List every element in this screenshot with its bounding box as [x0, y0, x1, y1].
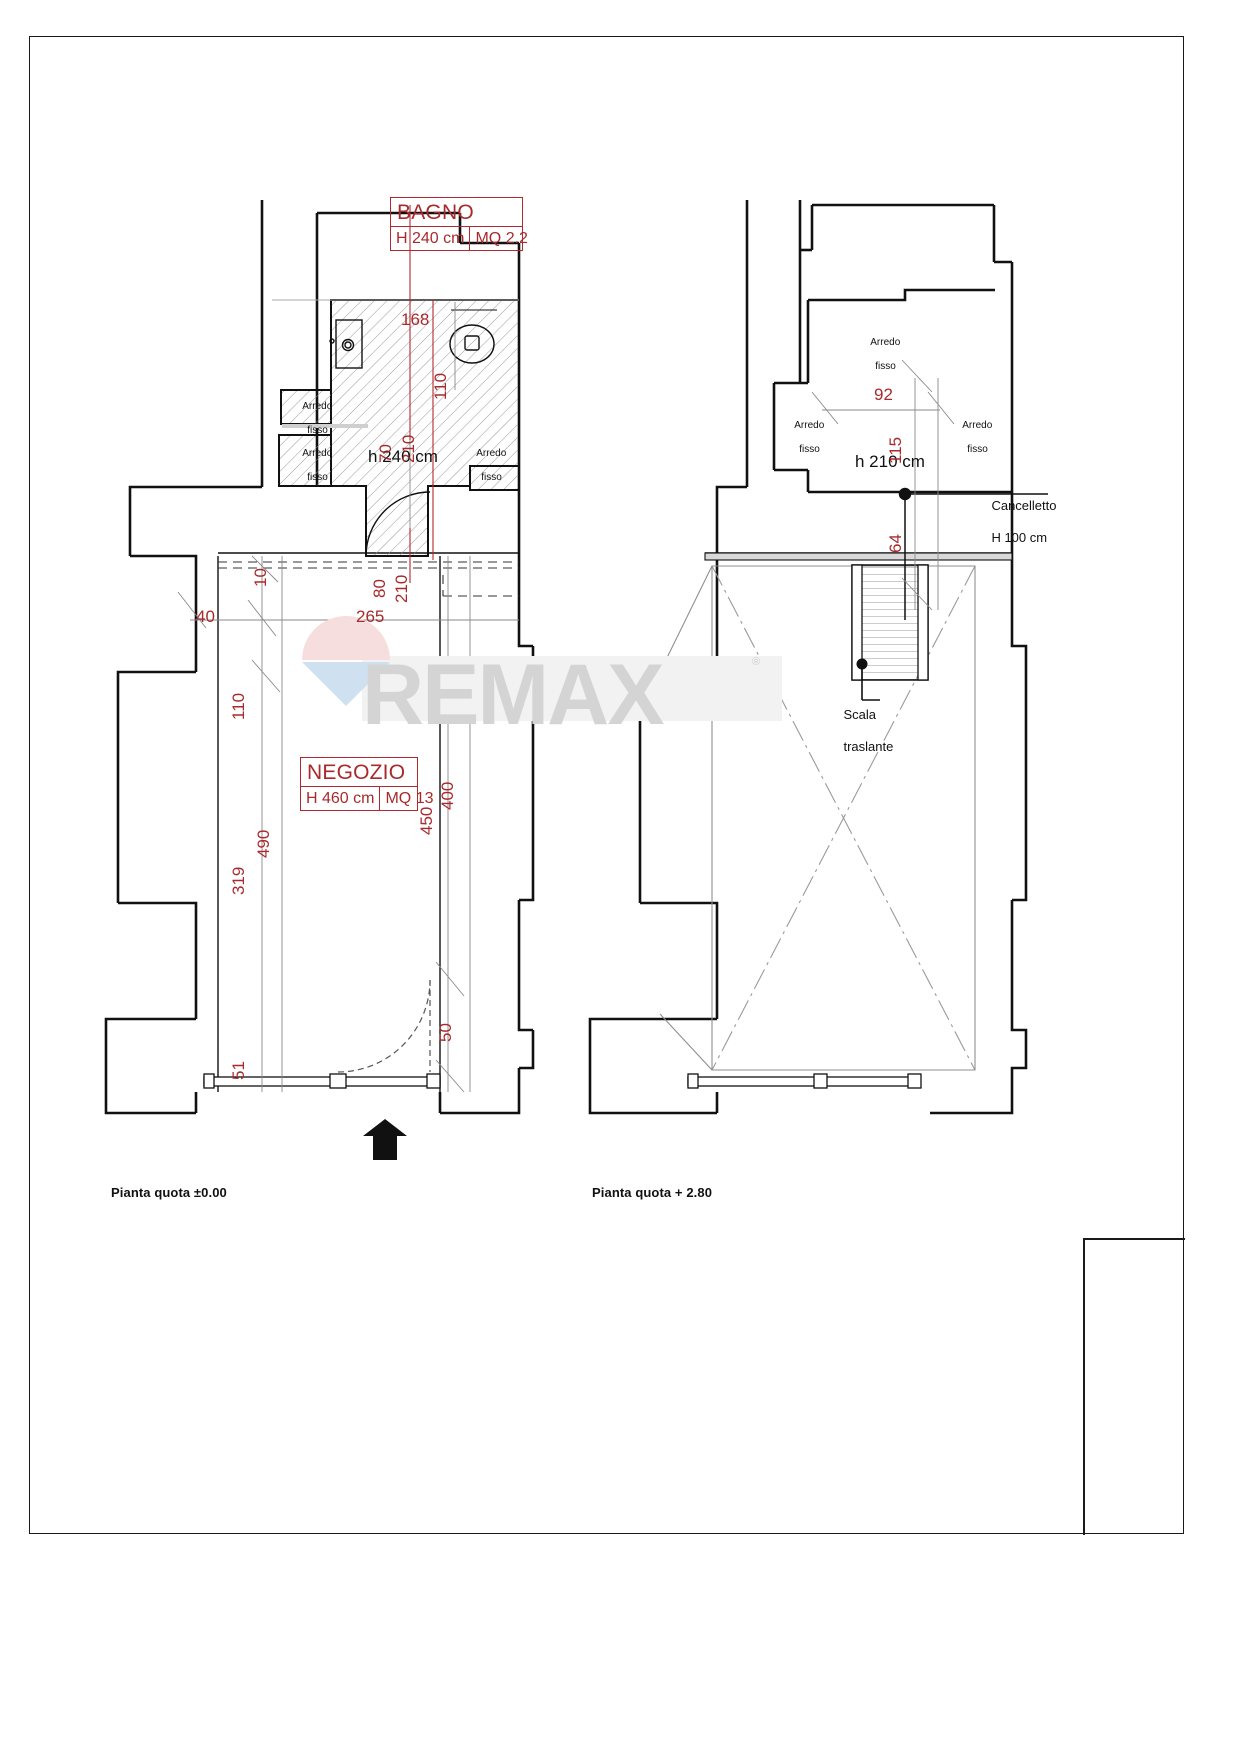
- room-tag-negozio-details: H 460 cm MQ 13: [301, 786, 433, 810]
- dimension-80: 80: [370, 579, 389, 598]
- staircase: [851, 564, 929, 701]
- label-arredo-fisso-right-1: Arredo fisso: [870, 337, 901, 372]
- bathroom-door-swing: [365, 486, 431, 557]
- right-plan-walls: [588, 200, 1028, 1115]
- label-scala-traslante: Scala traslante: [843, 707, 894, 754]
- room-tag-negozio-area: MQ 13: [379, 787, 438, 810]
- gate-marker: [898, 487, 1048, 620]
- shop-storefront: [203, 1073, 441, 1089]
- dimension-50: 50: [436, 1023, 455, 1042]
- room-tag-bagno-area: MQ 2.2: [469, 227, 532, 250]
- room-tag-bagno-name: BAGNO: [397, 201, 474, 224]
- room-tag-bagno: BAGNO H 240 cm MQ 2.2: [390, 197, 528, 251]
- dimension-10: 10: [251, 568, 270, 587]
- shop-door-swing: [337, 979, 431, 1073]
- dimension-319: 319: [229, 866, 248, 895]
- dimension-70: 70: [376, 444, 395, 463]
- right-plan-storefront: [687, 1073, 922, 1089]
- dimension-51: 51: [229, 1061, 248, 1080]
- label-arredo-fisso-right-2: Arredo fisso: [794, 420, 825, 455]
- page-border: [29, 36, 1184, 1534]
- dimension-64: 64: [886, 534, 905, 553]
- dimension-92: 92: [874, 385, 893, 404]
- label-cancelletto: Cancelletto H 100 cm: [991, 498, 1057, 545]
- dimension-110-shop: 110: [229, 692, 248, 720]
- shop-ceiling-dashed: [218, 561, 519, 597]
- label-right-inline-height: h 210 cm: [855, 452, 925, 471]
- dimension-40: 40: [196, 607, 215, 626]
- room-tag-negozio-name: NEGOZIO: [307, 761, 406, 784]
- bathroom-fixtures: [329, 309, 497, 369]
- dimension-210-door: 210: [392, 574, 411, 603]
- label-arredo-fisso-right-3: Arredo fisso: [962, 420, 993, 455]
- page-border-notch-horizontal: [1084, 1238, 1185, 1240]
- label-bagno-inline-height: h 240 cm: [368, 447, 438, 466]
- label-arredo-fisso-left-3: Arredo fisso: [476, 448, 507, 483]
- right-plan-slab: [704, 552, 1013, 561]
- caption-left-plan: Pianta quota ±0.00: [111, 1185, 227, 1200]
- left-plan-furniture-outlines: [278, 390, 471, 490]
- dimension-265: 265: [356, 607, 385, 626]
- dimension-168: 168: [401, 310, 430, 329]
- label-arredo-fisso-left-2: Arredo fisso: [302, 448, 333, 483]
- entrance-arrow: [363, 1119, 407, 1160]
- dimension-115: 115: [886, 436, 905, 464]
- dimension-400: 400: [438, 781, 457, 810]
- caption-right-plan: Pianta quota + 2.80: [592, 1185, 713, 1200]
- void-cross-marking: [711, 565, 976, 1071]
- room-tag-bagno-height: H 240 cm: [396, 230, 465, 247]
- room-tag-negozio-height: H 460 cm: [306, 790, 375, 807]
- left-plan-red-dimension-lines: [409, 205, 434, 583]
- dimension-450: 450: [417, 806, 436, 835]
- room-tag-bagno-details: H 240 cm MQ 2.2: [391, 226, 528, 250]
- right-plan-dimension-lines: [811, 359, 955, 611]
- page-border-notch-vertical: [1083, 1238, 1085, 1535]
- dimension-210-bath: 210: [399, 434, 418, 463]
- dimension-110-bath: 110: [431, 372, 450, 400]
- dimension-490: 490: [254, 829, 273, 858]
- label-arredo-fisso-left-1: Arredo fisso: [302, 401, 333, 436]
- room-tag-negozio: NEGOZIO H 460 cm MQ 13: [300, 757, 433, 811]
